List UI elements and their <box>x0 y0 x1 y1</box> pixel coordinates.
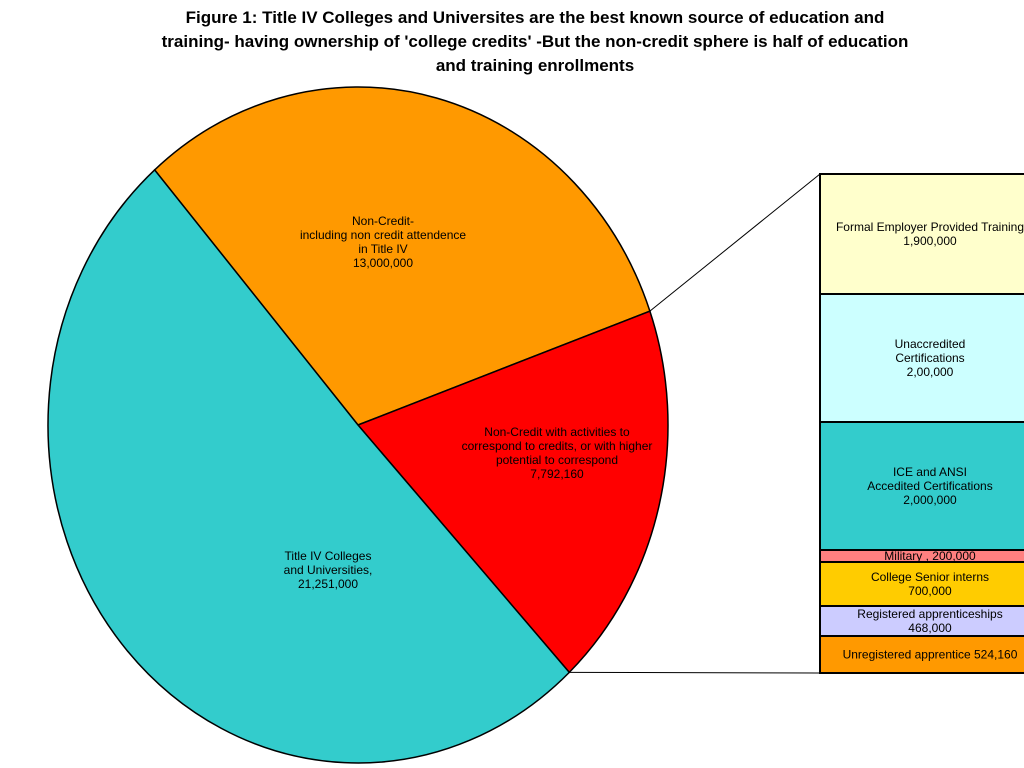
pie-chart: Non-Credit-including non credit attenden… <box>47 86 669 764</box>
pie-slice-label-line: 13,000,000 <box>353 256 413 270</box>
bar-segment-label-line: Accedited Certifications <box>867 479 992 493</box>
pie-slice-label-line: 21,251,000 <box>298 577 358 591</box>
pie-slice-label-line: Non-Credit- <box>352 214 414 228</box>
bar-segment-label-line: 700,000 <box>908 584 952 598</box>
bar-segment-label: Military , 200,000 <box>884 549 976 563</box>
chart-title-line-1: Figure 1: Title IV Colleges and Universi… <box>185 8 885 27</box>
pie-slice-label-line: Title IV Colleges <box>285 549 372 563</box>
bar-segment <box>819 173 1024 295</box>
bar-segment-label-line: Certifications <box>895 351 964 365</box>
pie-slice <box>153 86 651 426</box>
bar-segment-label-line: Formal Employer Provided Training <box>836 220 1024 234</box>
bar-segment-label-line: Unaccredited <box>895 337 966 351</box>
connector-line-bottom <box>569 671 821 674</box>
pie-slice-label: Non-Credit-including non credit attenden… <box>300 214 466 270</box>
bar-segment <box>819 605 1024 637</box>
bar-segment-label-line: 1,900,000 <box>903 234 957 248</box>
bar-segment-label-line: Unregistered apprentice 524,160 <box>843 648 1018 662</box>
bar-segment-label: Unregistered apprentice 524,160 <box>843 648 1018 662</box>
pie-slice-label-line: potential to correspond <box>496 453 618 467</box>
pie-slice-label-line: Non-Credit with activities to <box>484 425 630 439</box>
bar-segment <box>819 561 1024 607</box>
bar-segment-label-line: 2,00,000 <box>907 365 954 379</box>
bar-segment-label-line: 468,000 <box>908 621 952 635</box>
pie-slice-label-line: in Title IV <box>358 242 407 256</box>
pie-slice-label-line: and Universities, <box>284 563 373 577</box>
bar-segment-label-line: Registered apprenticeships <box>857 607 1002 621</box>
bar-segment <box>819 635 1024 674</box>
bar-segment-label-line: 2,000,000 <box>903 493 957 507</box>
bar-segment-label-line: Military , 200,000 <box>884 549 976 563</box>
bar-segment <box>819 293 1024 423</box>
chart-title-line-2: training- having ownership of 'college c… <box>161 32 909 51</box>
connector-line-top <box>649 173 821 312</box>
pie-slice-label-line: including non credit attendence <box>300 228 466 242</box>
pie-slice <box>356 310 669 674</box>
pie-slice-label-line: 7,792,160 <box>530 467 584 481</box>
bar-segment-label-line: ICE and ANSI <box>893 465 967 479</box>
chart-title: Figure 1: Title IV Colleges and Universi… <box>100 6 970 78</box>
chart-title-line-3: and training enrollments <box>435 56 635 75</box>
pie-slice-label-line: correspond to credits, or with higher <box>462 439 653 453</box>
bar-segment-label-line: College Senior interns <box>871 570 989 584</box>
pie-slice <box>47 168 571 764</box>
